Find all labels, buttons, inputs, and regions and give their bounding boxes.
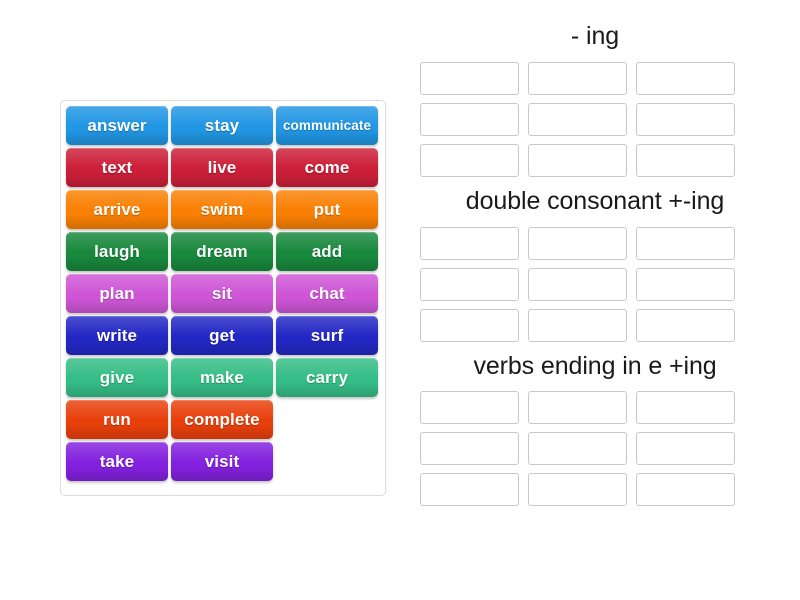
drop-slot[interactable] — [528, 267, 627, 301]
tile-placeholder — [276, 442, 378, 481]
group-3: verbs ending in e +ing — [400, 352, 790, 507]
drop-slot[interactable] — [528, 143, 627, 177]
word-tile[interactable]: surf — [276, 316, 378, 355]
word-tile[interactable]: swim — [171, 190, 273, 229]
drop-slot[interactable] — [528, 61, 627, 95]
drop-slot[interactable] — [636, 432, 735, 466]
drop-slot[interactable] — [420, 102, 519, 136]
word-tile[interactable]: dream — [171, 232, 273, 271]
word-tile[interactable]: come — [276, 148, 378, 187]
word-tile[interactable]: put — [276, 190, 378, 229]
drop-slot[interactable] — [420, 143, 519, 177]
drop-slot[interactable] — [636, 226, 735, 260]
drop-slot[interactable] — [636, 143, 735, 177]
group-title: verbs ending in e +ing — [473, 351, 717, 380]
drop-slot[interactable] — [420, 61, 519, 95]
word-tile[interactable]: sit — [171, 274, 273, 313]
word-tile[interactable]: visit — [171, 442, 273, 481]
drop-slot[interactable] — [636, 267, 735, 301]
group-title: double consonant +-ing — [465, 186, 725, 215]
drop-slot[interactable] — [528, 432, 627, 466]
drop-slot[interactable] — [420, 226, 519, 260]
group-title: - ing — [570, 22, 620, 50]
drop-slot[interactable] — [420, 308, 519, 342]
drop-slot-grid — [400, 226, 790, 342]
word-tile[interactable]: run — [66, 400, 168, 439]
word-tile[interactable]: carry — [276, 358, 378, 397]
drop-slot[interactable] — [528, 391, 627, 425]
drop-slot[interactable] — [528, 473, 627, 507]
word-tile[interactable]: take — [66, 442, 168, 481]
word-tile[interactable]: chat — [276, 274, 378, 313]
word-tile[interactable]: add — [276, 232, 378, 271]
word-tile[interactable]: complete — [171, 400, 273, 439]
word-tile[interactable]: text — [66, 148, 168, 187]
drop-slot[interactable] — [636, 61, 735, 95]
drop-slot[interactable] — [528, 226, 627, 260]
tile-placeholder — [276, 400, 378, 439]
word-tile[interactable]: get — [171, 316, 273, 355]
word-tile[interactable]: answer — [66, 106, 168, 145]
drop-slot[interactable] — [420, 267, 519, 301]
drop-slot[interactable] — [636, 391, 735, 425]
word-tile[interactable]: plan — [66, 274, 168, 313]
word-tile[interactable]: live — [171, 148, 273, 187]
drop-slot-grid — [400, 391, 790, 507]
drop-slot[interactable] — [636, 308, 735, 342]
drop-slot[interactable] — [528, 102, 627, 136]
drop-slot[interactable] — [636, 473, 735, 507]
drop-slot[interactable] — [636, 102, 735, 136]
word-tile[interactable]: communicate — [276, 106, 378, 145]
word-tile[interactable]: arrive — [66, 190, 168, 229]
group-2: double consonant +-ing — [400, 187, 790, 342]
drop-slot-grid — [400, 61, 790, 177]
word-tile[interactable]: give — [66, 358, 168, 397]
word-tile[interactable]: laugh — [66, 232, 168, 271]
drop-slot[interactable] — [420, 391, 519, 425]
drop-slot[interactable] — [528, 308, 627, 342]
word-tile[interactable]: stay — [171, 106, 273, 145]
drop-slot[interactable] — [420, 432, 519, 466]
word-tile[interactable]: make — [171, 358, 273, 397]
drop-slot[interactable] — [420, 473, 519, 507]
group-1: - ing — [400, 22, 790, 177]
group-columns: - ing double consonant +-ing verbs ending … — [400, 22, 790, 516]
word-tile[interactable]: write — [66, 316, 168, 355]
